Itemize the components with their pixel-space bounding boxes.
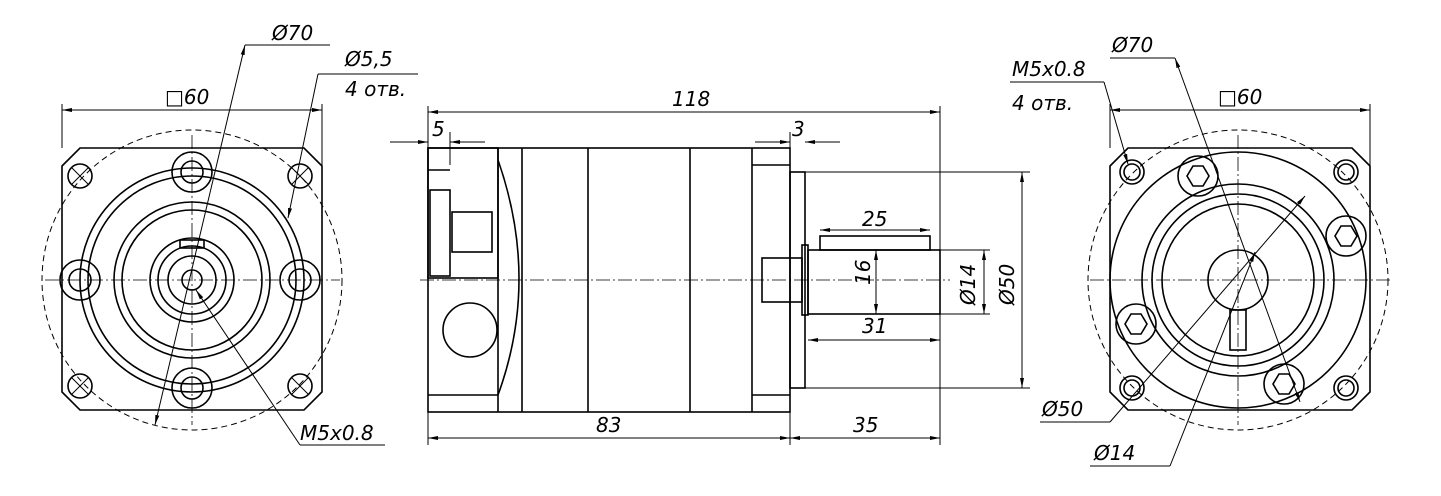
side-view: 118 5 3 25 16 Ø14 Ø50 31 83 35 (390, 87, 1030, 445)
overall-length-label: 118 (672, 87, 710, 111)
left-hole-dia-label: Ø5,5 (344, 47, 393, 71)
right-pilot-dia-label: Ø50 (1041, 397, 1083, 421)
pilot-dia-label: Ø50 (995, 264, 1019, 306)
shaft-dia-label: Ø14 (956, 264, 980, 306)
right-hole-count-label: 4 отв. (1012, 91, 1073, 115)
left-bolt-circle-label: Ø70 (271, 21, 313, 45)
key-length-label: 25 (862, 207, 887, 231)
gap-3-label: 3 (792, 117, 805, 141)
shaft-16-label: 16 (851, 260, 875, 285)
left-thread-label: M5x0.8 (300, 421, 374, 445)
right-thread-label: M5x0.8 (1012, 57, 1086, 81)
body-length-label: 83 (596, 413, 621, 437)
right-view: □60 M5x0.8 4 отв. Ø70 Ø50 Ø14 (1010, 33, 1390, 467)
right-shaft-dia-label: Ø14 (1093, 441, 1135, 465)
flange-5-label: 5 (432, 117, 445, 141)
shaft-length-label: 35 (853, 413, 878, 437)
right-bolt-circle-label: Ø70 (1111, 33, 1153, 57)
right-square-label: □60 (1218, 85, 1262, 109)
left-square-label: □60 (165, 85, 209, 109)
left-view: □60 Ø70 Ø5,5 4 отв. M5x0.8 (41, 21, 418, 446)
shaft-31-label: 31 (862, 314, 887, 338)
left-hole-count-label: 4 отв. (345, 77, 406, 101)
